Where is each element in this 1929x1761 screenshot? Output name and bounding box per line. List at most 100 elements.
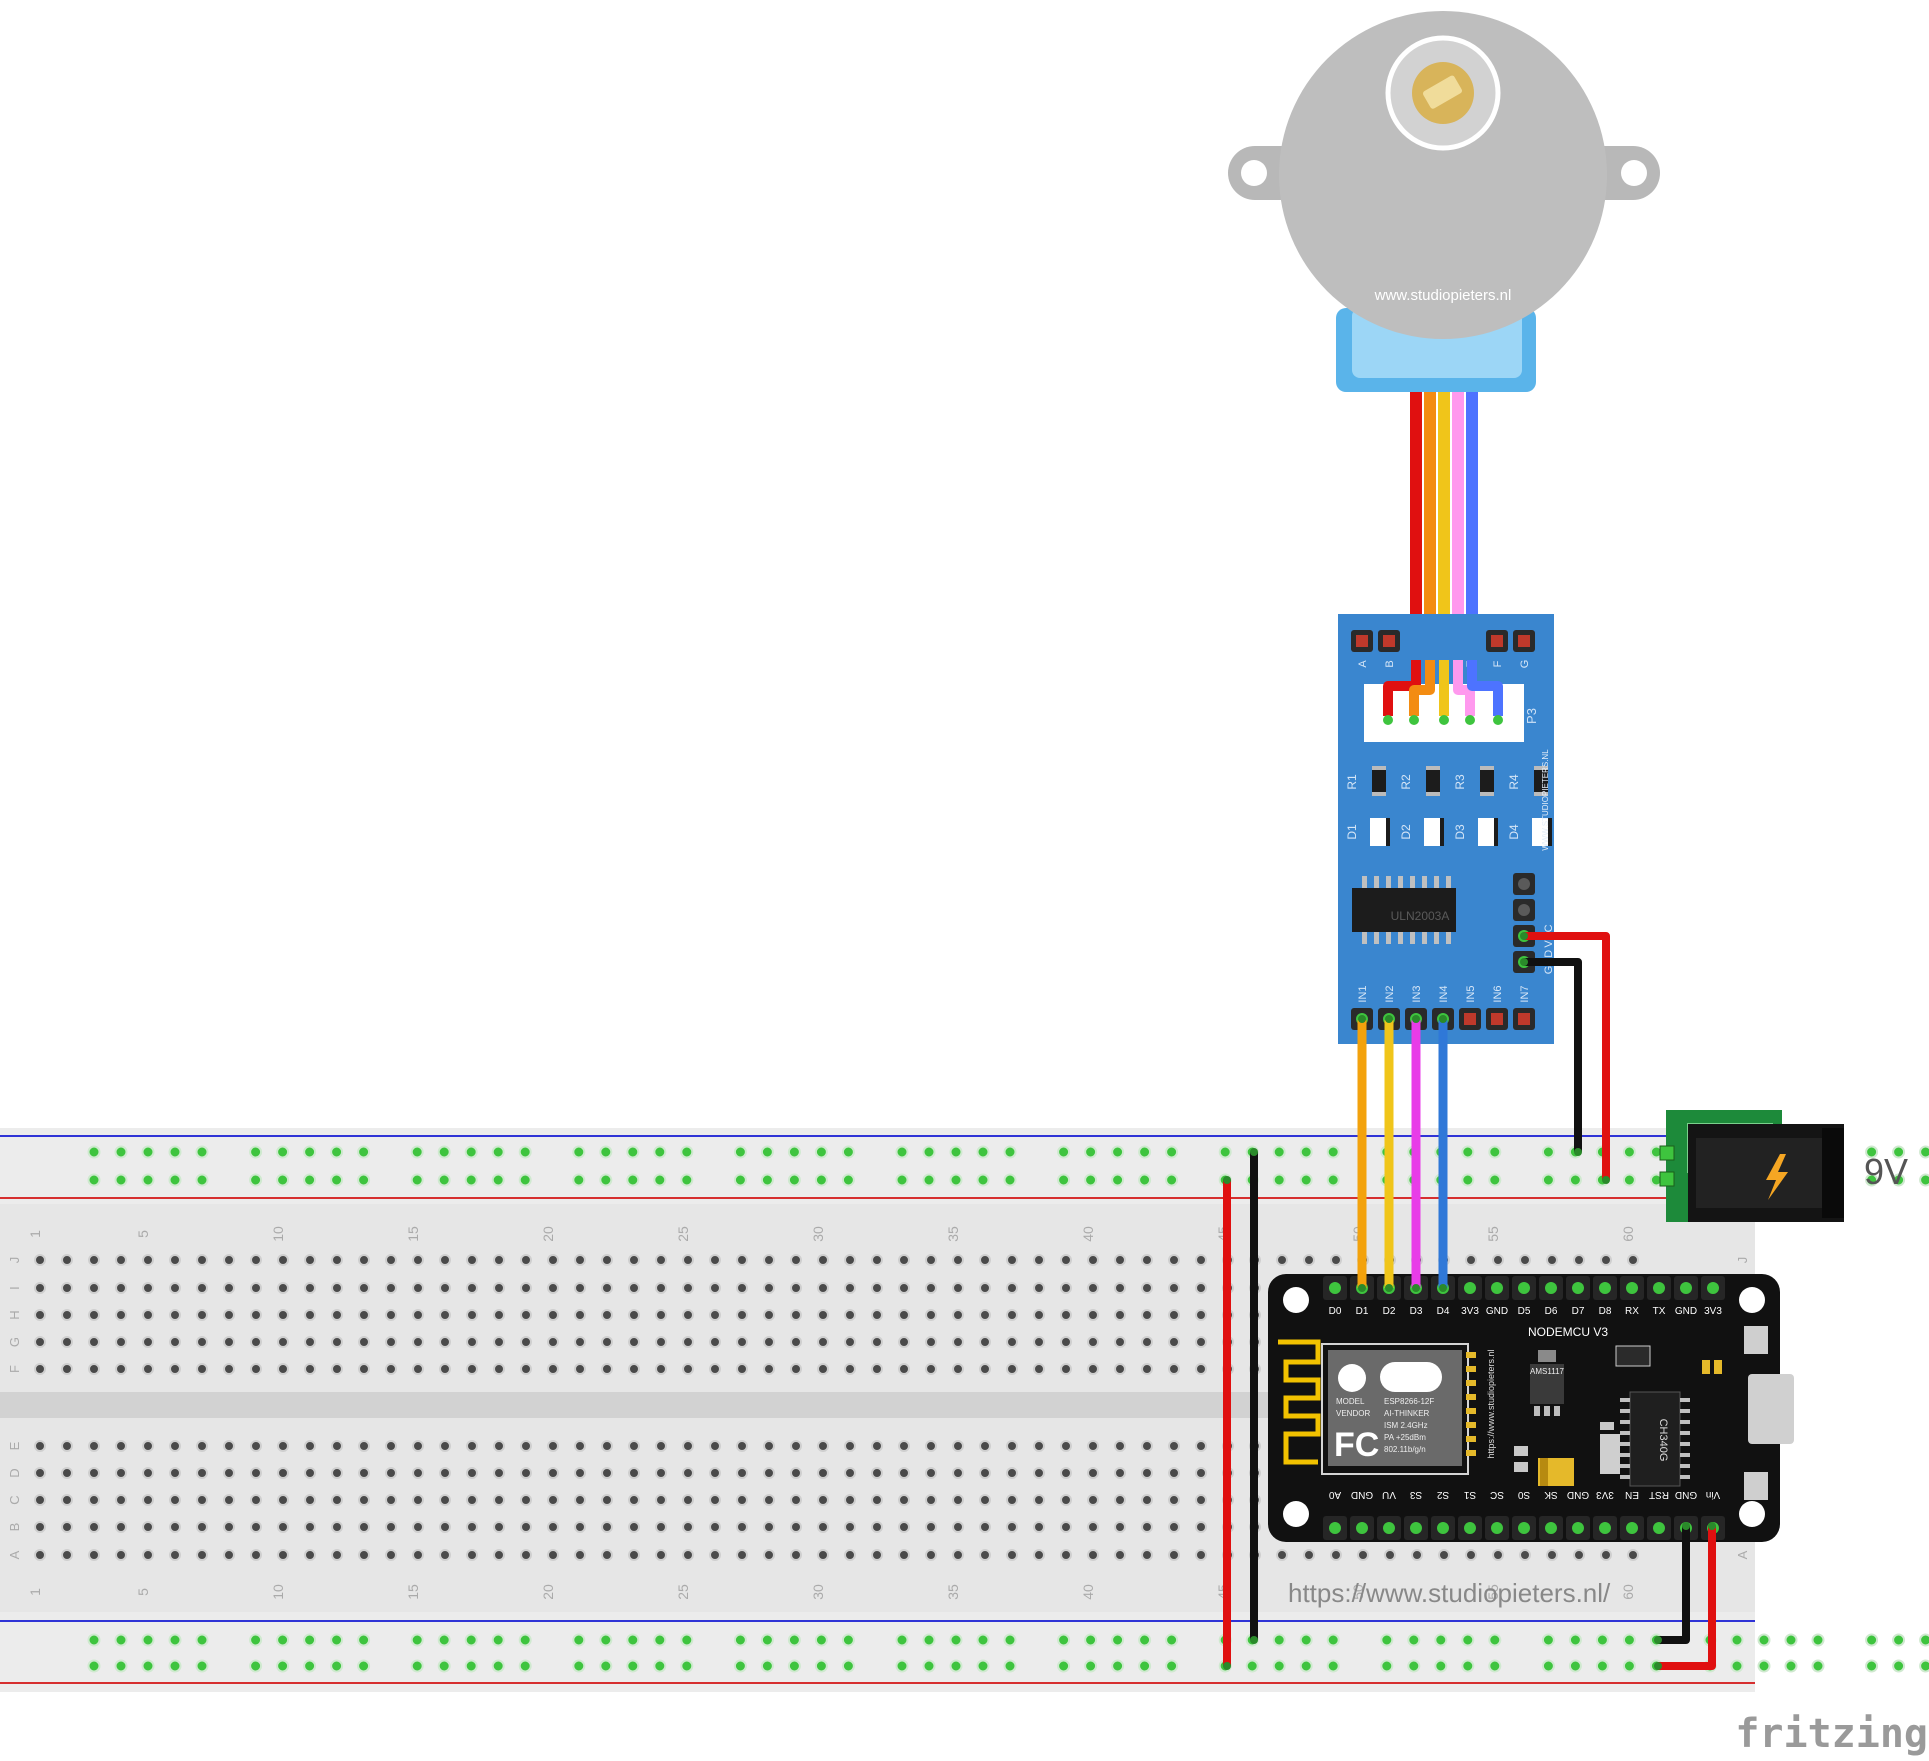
reset-button[interactable]: [1744, 1326, 1768, 1354]
breadboard-hole: [655, 1467, 667, 1479]
breadboard-hole: [142, 1494, 154, 1506]
resistor-label: R3: [1453, 774, 1467, 790]
column-number-bottom: 40: [1080, 1584, 1096, 1600]
breadboard-hole: [520, 1549, 532, 1561]
power-rail-hole: [922, 1173, 936, 1187]
breadboard-hole: [196, 1282, 208, 1294]
breadboard-hole: [1195, 1336, 1207, 1348]
power-rail-hole: [357, 1173, 371, 1187]
breadboard-hole: [169, 1363, 181, 1375]
nodemcu-header-pad: [1356, 1522, 1368, 1534]
nodemcu-pin-label: D1: [1356, 1306, 1369, 1317]
power-rail-hole: [437, 1145, 451, 1159]
breadboard-hole: [385, 1282, 397, 1294]
breadboard-hole: [385, 1336, 397, 1348]
breadboard-hole: [331, 1363, 343, 1375]
wire-gnd-black: [1524, 958, 1582, 1152]
chip-leg: [1410, 932, 1415, 944]
breadboard-hole: [1168, 1254, 1180, 1266]
breadboard-hole: [1087, 1440, 1099, 1452]
driver-top-label: G: [1519, 660, 1531, 669]
breadboard-hole: [1060, 1521, 1072, 1533]
breadboard-hole: [979, 1549, 991, 1561]
breadboard-hole: [304, 1549, 316, 1561]
breadboard-hole: [979, 1309, 991, 1321]
breadboard-hole: [142, 1521, 154, 1533]
breadboard-hole: [763, 1440, 775, 1452]
breadboard-hole: [1627, 1254, 1639, 1266]
breadboard-hole: [979, 1336, 991, 1348]
power-rail-hole: [1865, 1659, 1879, 1673]
breadboard-hole: [817, 1363, 829, 1375]
motor-lead-red: [1410, 392, 1422, 682]
breadboard-hole: [358, 1282, 370, 1294]
flash-button[interactable]: [1744, 1472, 1768, 1500]
breadboard-hole: [439, 1282, 451, 1294]
power-rail-hole: [949, 1633, 963, 1647]
breadboard-hole: [304, 1282, 316, 1294]
power-rail-hole: [895, 1173, 909, 1187]
power-rail-hole: [1568, 1633, 1582, 1647]
breadboard-hole: [466, 1549, 478, 1561]
nodemcu-pin-label: S0: [1517, 1489, 1530, 1500]
breadboard-hole: [925, 1309, 937, 1321]
chip-leg: [1680, 1409, 1690, 1413]
breadboard-hole: [61, 1282, 73, 1294]
driver-side-text: WWW.STUDIOPIETERS.NL: [1541, 749, 1550, 851]
breadboard-hole: [358, 1494, 370, 1506]
breadboard-hole: [277, 1440, 289, 1452]
breadboard-hole: [1087, 1282, 1099, 1294]
wire-endpoint: [1654, 1662, 1662, 1670]
breadboard-hole: [790, 1309, 802, 1321]
breadboard-hole: [385, 1309, 397, 1321]
driver-input-label: IN5: [1465, 985, 1477, 1002]
breadboard-hole: [1195, 1549, 1207, 1561]
power-rail-hole: [841, 1659, 855, 1673]
power-rail-hole: [1057, 1659, 1071, 1673]
breadboard-hole: [115, 1494, 127, 1506]
breadboard-hole: [277, 1309, 289, 1321]
power-rail-hole: [895, 1633, 909, 1647]
motor-body: [1279, 11, 1607, 339]
power-rail-hole: [1272, 1633, 1286, 1647]
breadboard-hole: [61, 1440, 73, 1452]
breadboard-hole: [1006, 1467, 1018, 1479]
nodemcu-header-pad: [1491, 1522, 1503, 1534]
breadboard-hole: [547, 1549, 559, 1561]
power-rail-hole: [87, 1633, 101, 1647]
breadboard-hole: [493, 1336, 505, 1348]
column-numbers-bottom: 151015202530354045505560: [27, 1584, 1636, 1600]
chip-leg: [1446, 932, 1451, 944]
power-rail-hole: [464, 1173, 478, 1187]
breadboard-hole: [1168, 1549, 1180, 1561]
breadboard-hole: [790, 1440, 802, 1452]
breadboard-hole: [520, 1336, 532, 1348]
power-rail-hole: [114, 1145, 128, 1159]
breadboard-hole: [1087, 1309, 1099, 1321]
breadboard-hole: [574, 1440, 586, 1452]
breadboard-hole: [493, 1549, 505, 1561]
micro-usb-port[interactable]: [1748, 1374, 1794, 1444]
nodemcu-header-pad: [1599, 1522, 1611, 1534]
power-rail-hole: [1811, 1633, 1825, 1647]
module-logo-circle: [1338, 1364, 1366, 1392]
nodemcu-title: NODEMCU V3: [1528, 1325, 1608, 1339]
breadboard-hole: [466, 1521, 478, 1533]
power-rail-hole: [626, 1633, 640, 1647]
power-rail-hole: [1299, 1659, 1313, 1673]
wire-endpoint: [1358, 1015, 1366, 1023]
breadboard-hole: [331, 1467, 343, 1479]
mount-hole-bottom-right: [1739, 1501, 1765, 1527]
nodemcu-pin-label: D0: [1329, 1306, 1342, 1317]
breadboard-hole: [34, 1440, 46, 1452]
motor-lead-orange: [1424, 392, 1436, 682]
breadboard-hole: [1033, 1309, 1045, 1321]
wire-endpoint: [1439, 1015, 1447, 1023]
resistor-cap: [1372, 766, 1386, 770]
module-pad: [1466, 1366, 1476, 1372]
breadboard-hole: [439, 1363, 451, 1375]
breadboard-hole: [439, 1254, 451, 1266]
breadboard-hole: [412, 1549, 424, 1561]
power-rail-hole: [195, 1145, 209, 1159]
